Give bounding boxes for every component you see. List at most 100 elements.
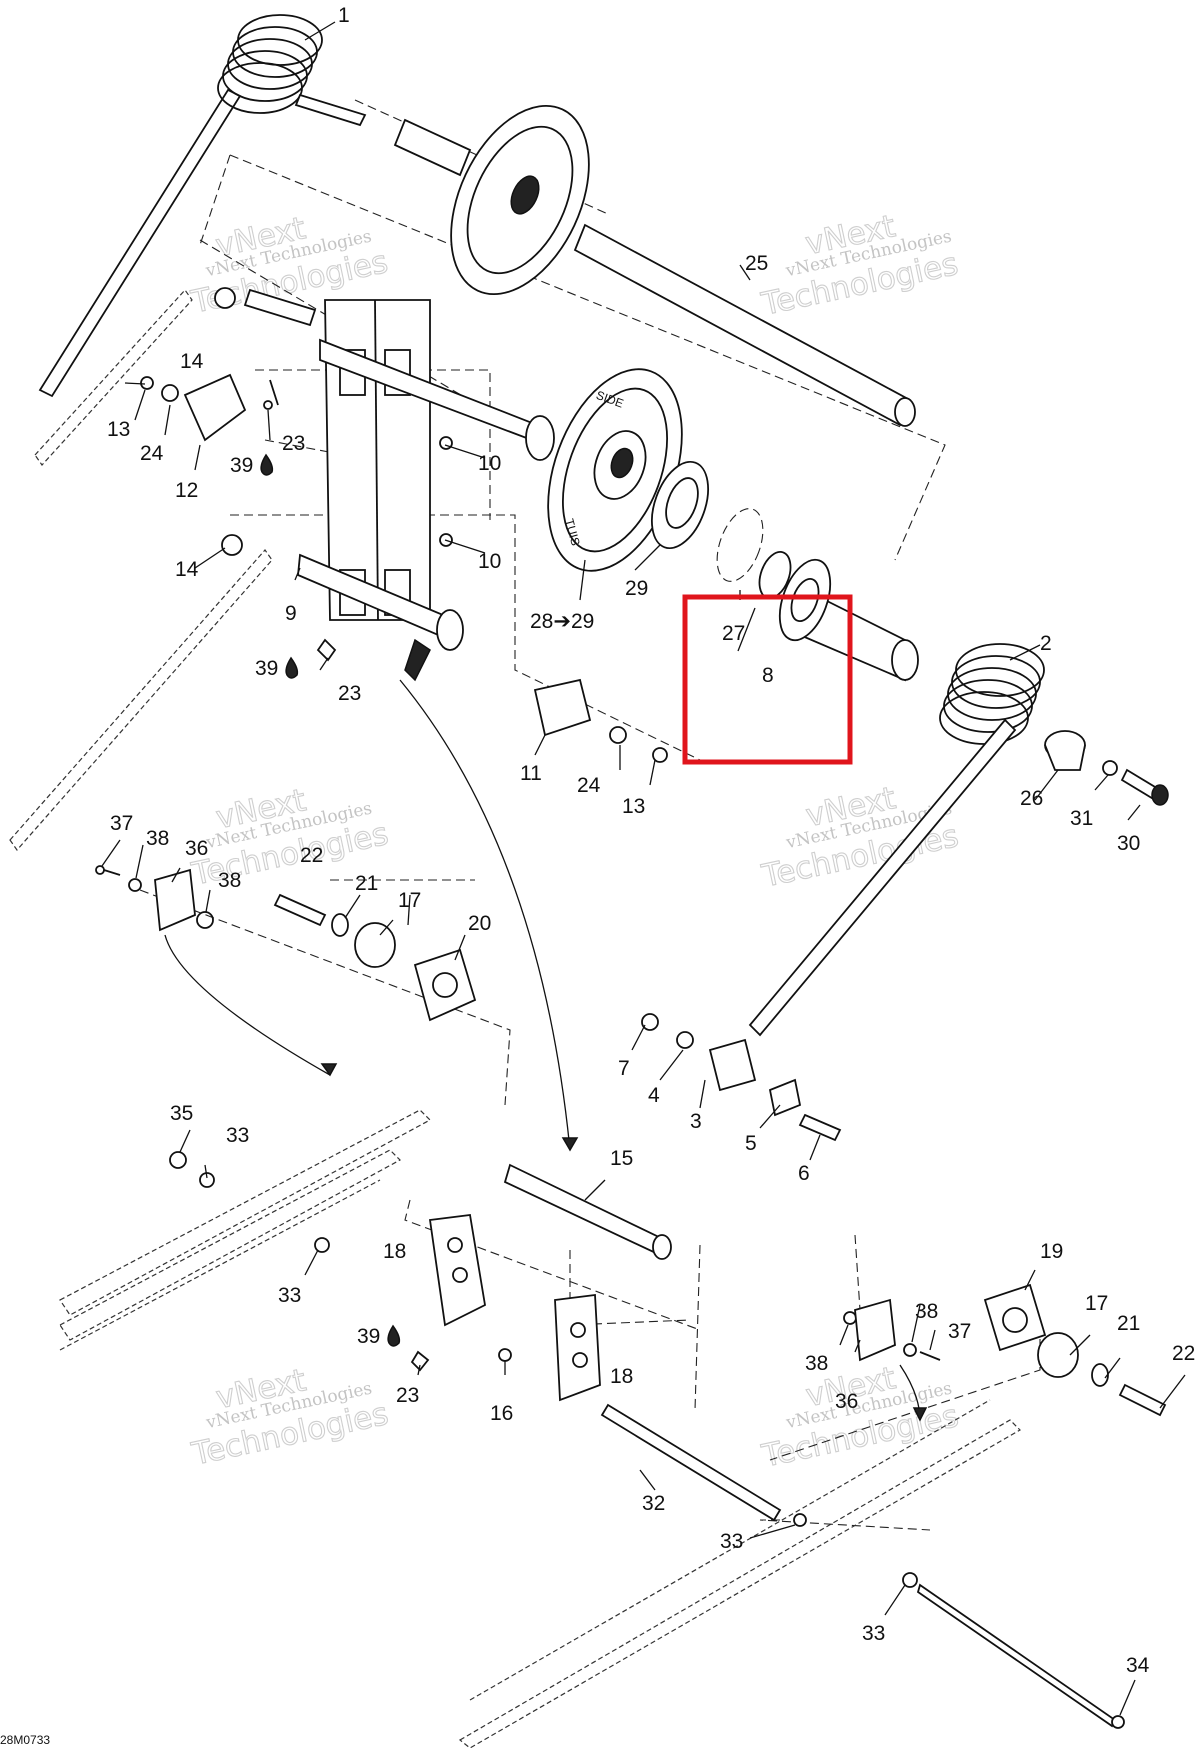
oil-drop-icons: [260, 453, 401, 1347]
callout-17a: 17: [398, 889, 421, 912]
torsion-spring-right: [748, 643, 1045, 1037]
spring-arm-left: [38, 88, 242, 398]
brackets-16: [410, 1213, 601, 1402]
watermark-bottom-left: vNext vNext Technologies Technologies: [188, 1362, 392, 1474]
oil-drop-icon: [285, 656, 299, 679]
callout-17b: 17: [1085, 1292, 1108, 1315]
callout-12: 12: [175, 479, 198, 502]
callout-18a: 18: [383, 1240, 406, 1263]
callout-23b: 23: [338, 682, 361, 705]
idler-wheel-top: [393, 104, 590, 296]
watermark-mid-left: vNext vNext Technologies Technologies: [188, 782, 392, 894]
callout-27: 27: [722, 622, 745, 645]
callout-13b: 13: [622, 795, 645, 818]
axle-25: [573, 223, 916, 427]
callout-24a: 24: [140, 442, 164, 465]
callout-29: 29: [625, 577, 648, 600]
callout-33c: 33: [720, 1530, 743, 1553]
callout-1: 1: [338, 4, 350, 27]
oil-drop-icon: [387, 1324, 401, 1347]
flow-arrow-center: [399, 679, 571, 1151]
callout-8: 8: [762, 664, 774, 687]
callout-15: 15: [610, 1147, 633, 1170]
bearing-29: [651, 460, 709, 550]
cam-11: [533, 678, 668, 763]
callout-38b: 38: [218, 869, 241, 892]
callout-labels: 1 2 3 4 5 6 7 8 9 10 10 11 12 13 13 14 1…: [107, 4, 1195, 1677]
callout-23a: 23: [282, 432, 305, 455]
callout-33a: 33: [226, 1124, 249, 1147]
callout-24b: 24: [577, 774, 601, 797]
callout-38a: 38: [146, 827, 169, 850]
callout-30: 30: [1117, 832, 1140, 855]
callout-33b: 33: [278, 1284, 301, 1307]
callout-3: 3: [690, 1110, 702, 1133]
callout-21a: 21: [355, 872, 378, 895]
main-swing-arm: [243, 288, 555, 682]
washer-31: [1102, 760, 1118, 776]
callout-36a: 36: [185, 837, 208, 860]
slide-rail-bottom-left: [59, 1109, 431, 1351]
callout-22a: 22: [300, 844, 323, 867]
highlight-box: [682, 594, 853, 765]
callout-13a: 13: [107, 418, 130, 441]
callout-5: 5: [745, 1132, 757, 1155]
callout-38c: 38: [915, 1300, 938, 1323]
callout-39b: 39: [255, 657, 278, 680]
callout-32: 32: [642, 1492, 665, 1515]
spacer-8: [778, 558, 919, 682]
callout-26: 26: [1020, 787, 1043, 810]
bolt-hardware-left: [140, 287, 453, 662]
callout-37a: 37: [110, 812, 133, 835]
roller-stack-right: [983, 1283, 1167, 1417]
rod-34: [902, 1572, 1125, 1729]
circlip: [716, 508, 764, 582]
callout-37b: 37: [948, 1320, 971, 1343]
callout-39a: 39: [230, 454, 253, 477]
svg-text:TUIS: TUIS: [562, 517, 583, 547]
callout-35: 35: [170, 1102, 193, 1125]
callout-25: 25: [745, 252, 768, 275]
slide-rail-bottom-right: [458, 1399, 1021, 1748]
callout-18b: 18: [610, 1365, 633, 1388]
callout-22b: 22: [1172, 1342, 1195, 1365]
callout-28: 28➔29: [530, 610, 594, 633]
flow-arrow-left: [164, 934, 331, 1076]
left-slide-rail: [9, 289, 273, 851]
torsion-spring-left: [217, 14, 367, 127]
bushing-26: [1044, 730, 1086, 771]
callout-33d: 33: [862, 1622, 885, 1645]
washer-33a: [199, 1172, 215, 1188]
callout-19: 19: [1040, 1240, 1063, 1263]
callout-38d: 38: [805, 1352, 828, 1375]
callout-2: 2: [1040, 632, 1052, 655]
callout-6: 6: [798, 1162, 810, 1185]
callout-14a: 14: [180, 350, 204, 373]
callout-leaders: [101, 21, 1186, 1716]
callout-34: 34: [1126, 1654, 1150, 1677]
callout-4: 4: [648, 1084, 660, 1107]
watermark-top-right: vNext vNext Technologies Technologies: [757, 208, 961, 324]
rod-32: [600, 1403, 807, 1527]
callout-16: 16: [490, 1402, 513, 1425]
nut-35: [169, 1151, 187, 1169]
callout-14b: 14: [175, 558, 199, 581]
roller-stack-left: [273, 893, 477, 1022]
callout-39c: 39: [357, 1325, 380, 1348]
callout-20: 20: [468, 912, 491, 935]
callout-21b: 21: [1117, 1312, 1140, 1335]
callout-10a: 10: [478, 452, 501, 475]
callout-36b: 36: [835, 1390, 858, 1413]
oil-drop-icon: [260, 453, 274, 476]
pin-15: [503, 1163, 672, 1260]
callout-9: 9: [285, 602, 297, 625]
bumper-block-left: [95, 865, 214, 932]
callout-23c: 23: [396, 1384, 419, 1407]
diagram-code: 28M0733: [0, 1733, 50, 1747]
callout-10b: 10: [478, 550, 501, 573]
callout-7: 7: [618, 1057, 630, 1080]
pivot-hardware-center: [641, 1013, 842, 1142]
callout-11: 11: [520, 762, 542, 785]
callout-31: 31: [1070, 807, 1093, 830]
